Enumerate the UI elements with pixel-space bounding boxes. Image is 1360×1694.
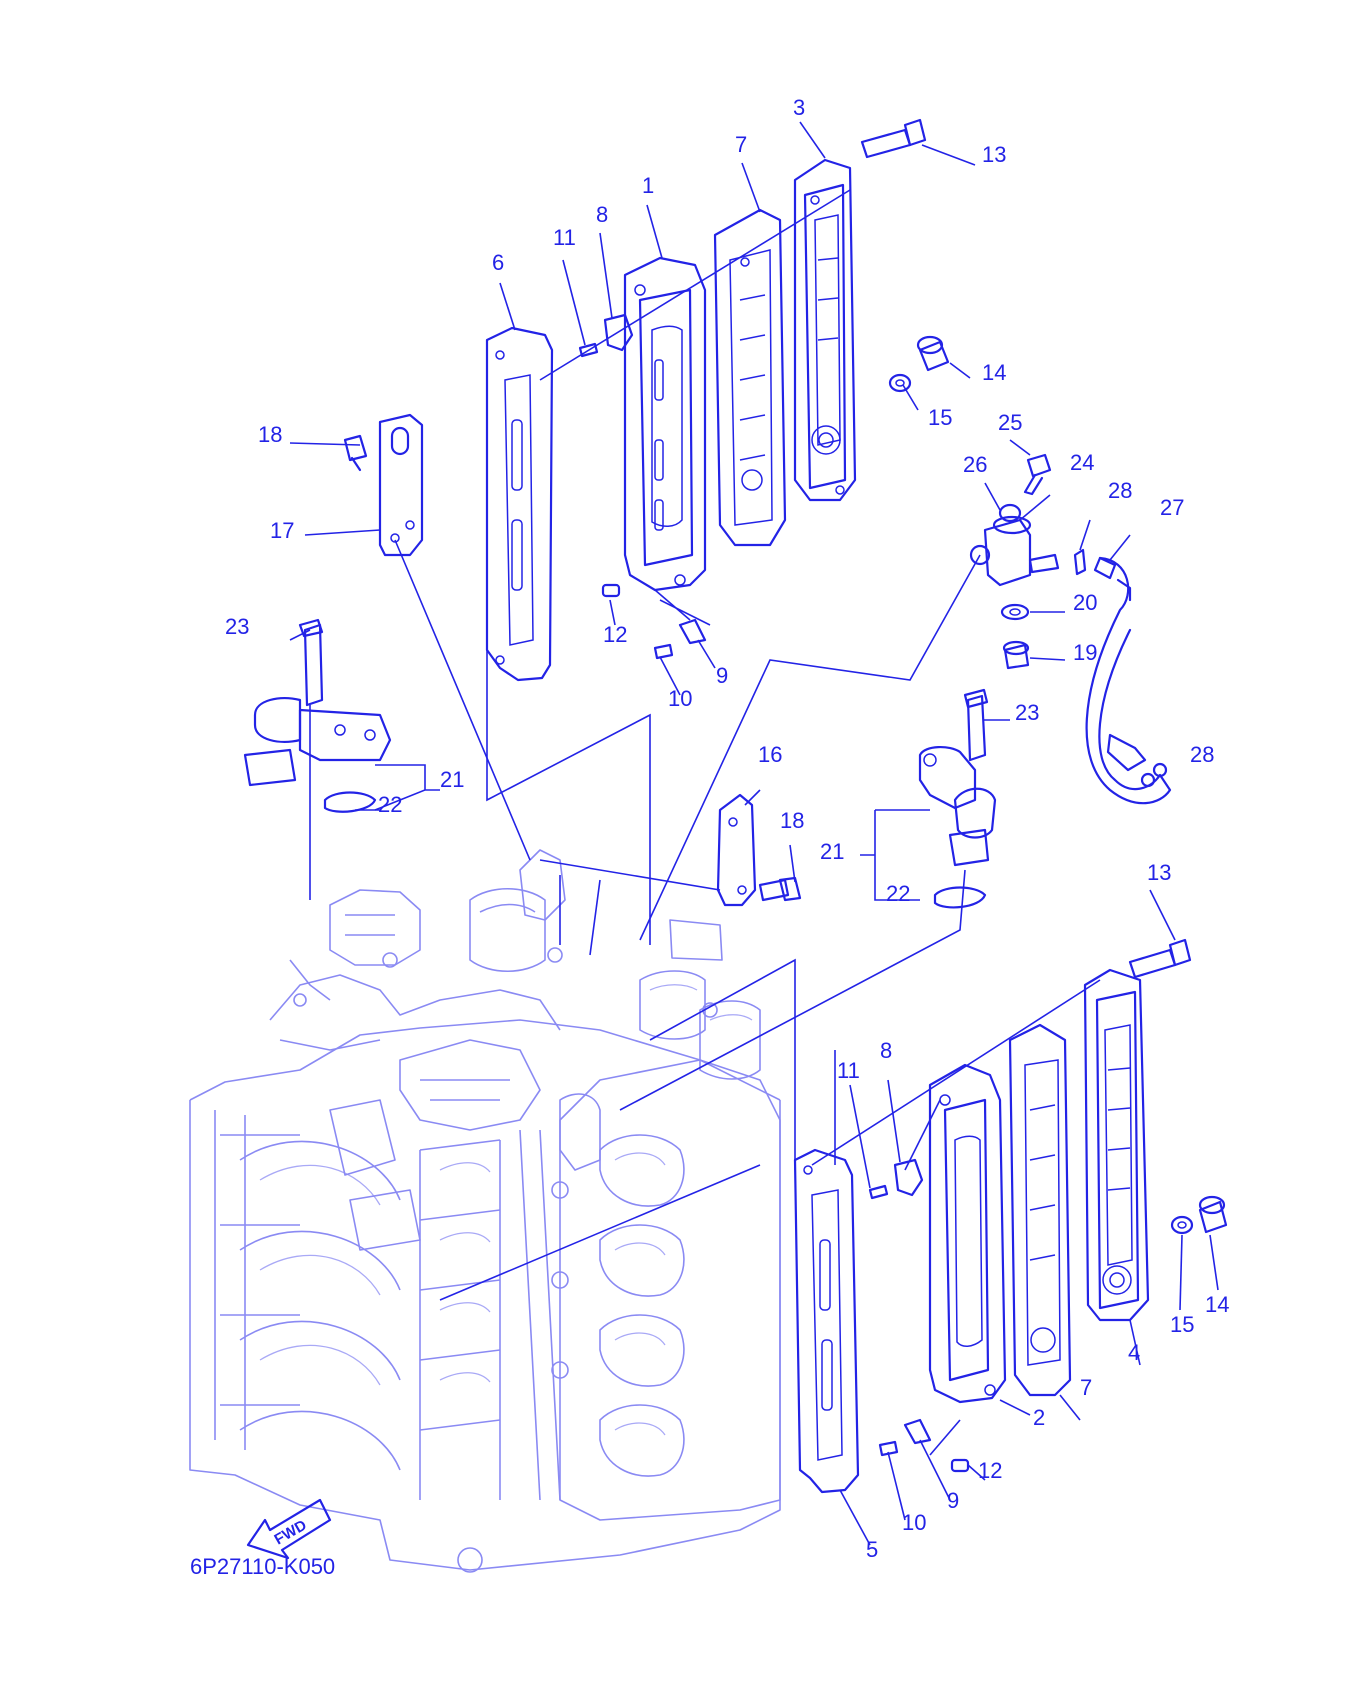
callout-c9b: 9 [947,1488,959,1513]
gasket-5 [793,1148,860,1494]
bolt-13-lower [1128,938,1192,979]
intake-manifold-1 [623,256,707,592]
callout-c20: 20 [1073,590,1097,615]
intake-manifold-2 [928,1063,1007,1404]
callout-c13a: 13 [982,142,1006,167]
callout-c21a: 21 [440,767,464,792]
solenoid-21-left [243,618,392,813]
joint-24 [969,503,1060,587]
callout-c10a: 10 [668,686,692,711]
callout-c4: 4 [1128,1340,1140,1365]
bolt-25 [1023,453,1052,496]
callout-c26: 26 [963,452,987,477]
gasket-7-upper [713,208,787,547]
plug-14-upper [888,335,950,393]
callout-c7b: 7 [1080,1375,1092,1400]
callout-c25: 25 [998,410,1022,435]
pin-12-upper [601,583,707,660]
callout-c8a: 8 [596,202,608,227]
callout-c13b: 13 [1147,860,1171,885]
callout-c18b: 18 [780,808,804,833]
callout-c11a: 11 [553,225,576,250]
callout-c18a: 18 [258,422,282,447]
gasket-6 [485,326,554,682]
callout-c15b: 15 [1170,1312,1194,1337]
gasket-7-lower [1008,1023,1072,1397]
callout-c2: 2 [1033,1405,1045,1430]
hose-27 [1085,556,1172,805]
callout-c22b: 22 [886,881,910,906]
bracket-16 [716,793,802,907]
callout-c21b: 21 [820,839,844,864]
cylinder-block [189,849,781,1573]
clamp-8-upper [578,313,634,358]
callout-c8b: 8 [880,1038,892,1063]
callout-c9a: 9 [716,663,728,688]
callout-c7a: 7 [735,132,747,157]
callout-c22a: 22 [378,792,402,817]
callout-c24: 24 [1070,450,1094,475]
bolt-13-upper [860,118,927,159]
callout-c27: 27 [1160,495,1184,520]
cover-3 [793,158,857,502]
callout-c23b: 23 [1015,700,1039,725]
callout-c1: 1 [642,173,654,198]
callout-c23a: 23 [225,614,249,639]
callout-c17: 17 [270,518,294,543]
assembly-lines [309,189,1101,1456]
drawing-code: 6P27110-K050 [190,1554,335,1579]
pin-12-lower [878,1418,970,1473]
callout-c15a: 15 [928,405,952,430]
callout-c14a: 14 [982,360,1006,385]
callout-c6: 6 [492,250,504,275]
callout-c3a: 3 [793,95,805,120]
callout-c12b: 12 [978,1458,1002,1483]
bracket-17 [343,413,424,557]
leader-lines [289,121,1219,1546]
callout-c5: 5 [866,1537,878,1562]
callout-c16: 16 [758,742,782,767]
clamp-8-lower [868,1158,924,1200]
callout-c19: 19 [1073,640,1097,665]
plug-14-lower [1170,1195,1228,1235]
cover-4 [1083,968,1150,1322]
callout-c28b: 28 [1190,742,1214,767]
callout-c28a: 28 [1108,478,1132,503]
clip-28-hose [1073,548,1168,788]
callout-c14b: 14 [1205,1292,1229,1317]
washer-20 [1000,603,1030,670]
callout-c11b: 11 [837,1058,860,1083]
callout-c10b: 10 [902,1510,926,1535]
callout-c12a: 12 [603,622,627,647]
solenoid-21-right [918,688,997,909]
